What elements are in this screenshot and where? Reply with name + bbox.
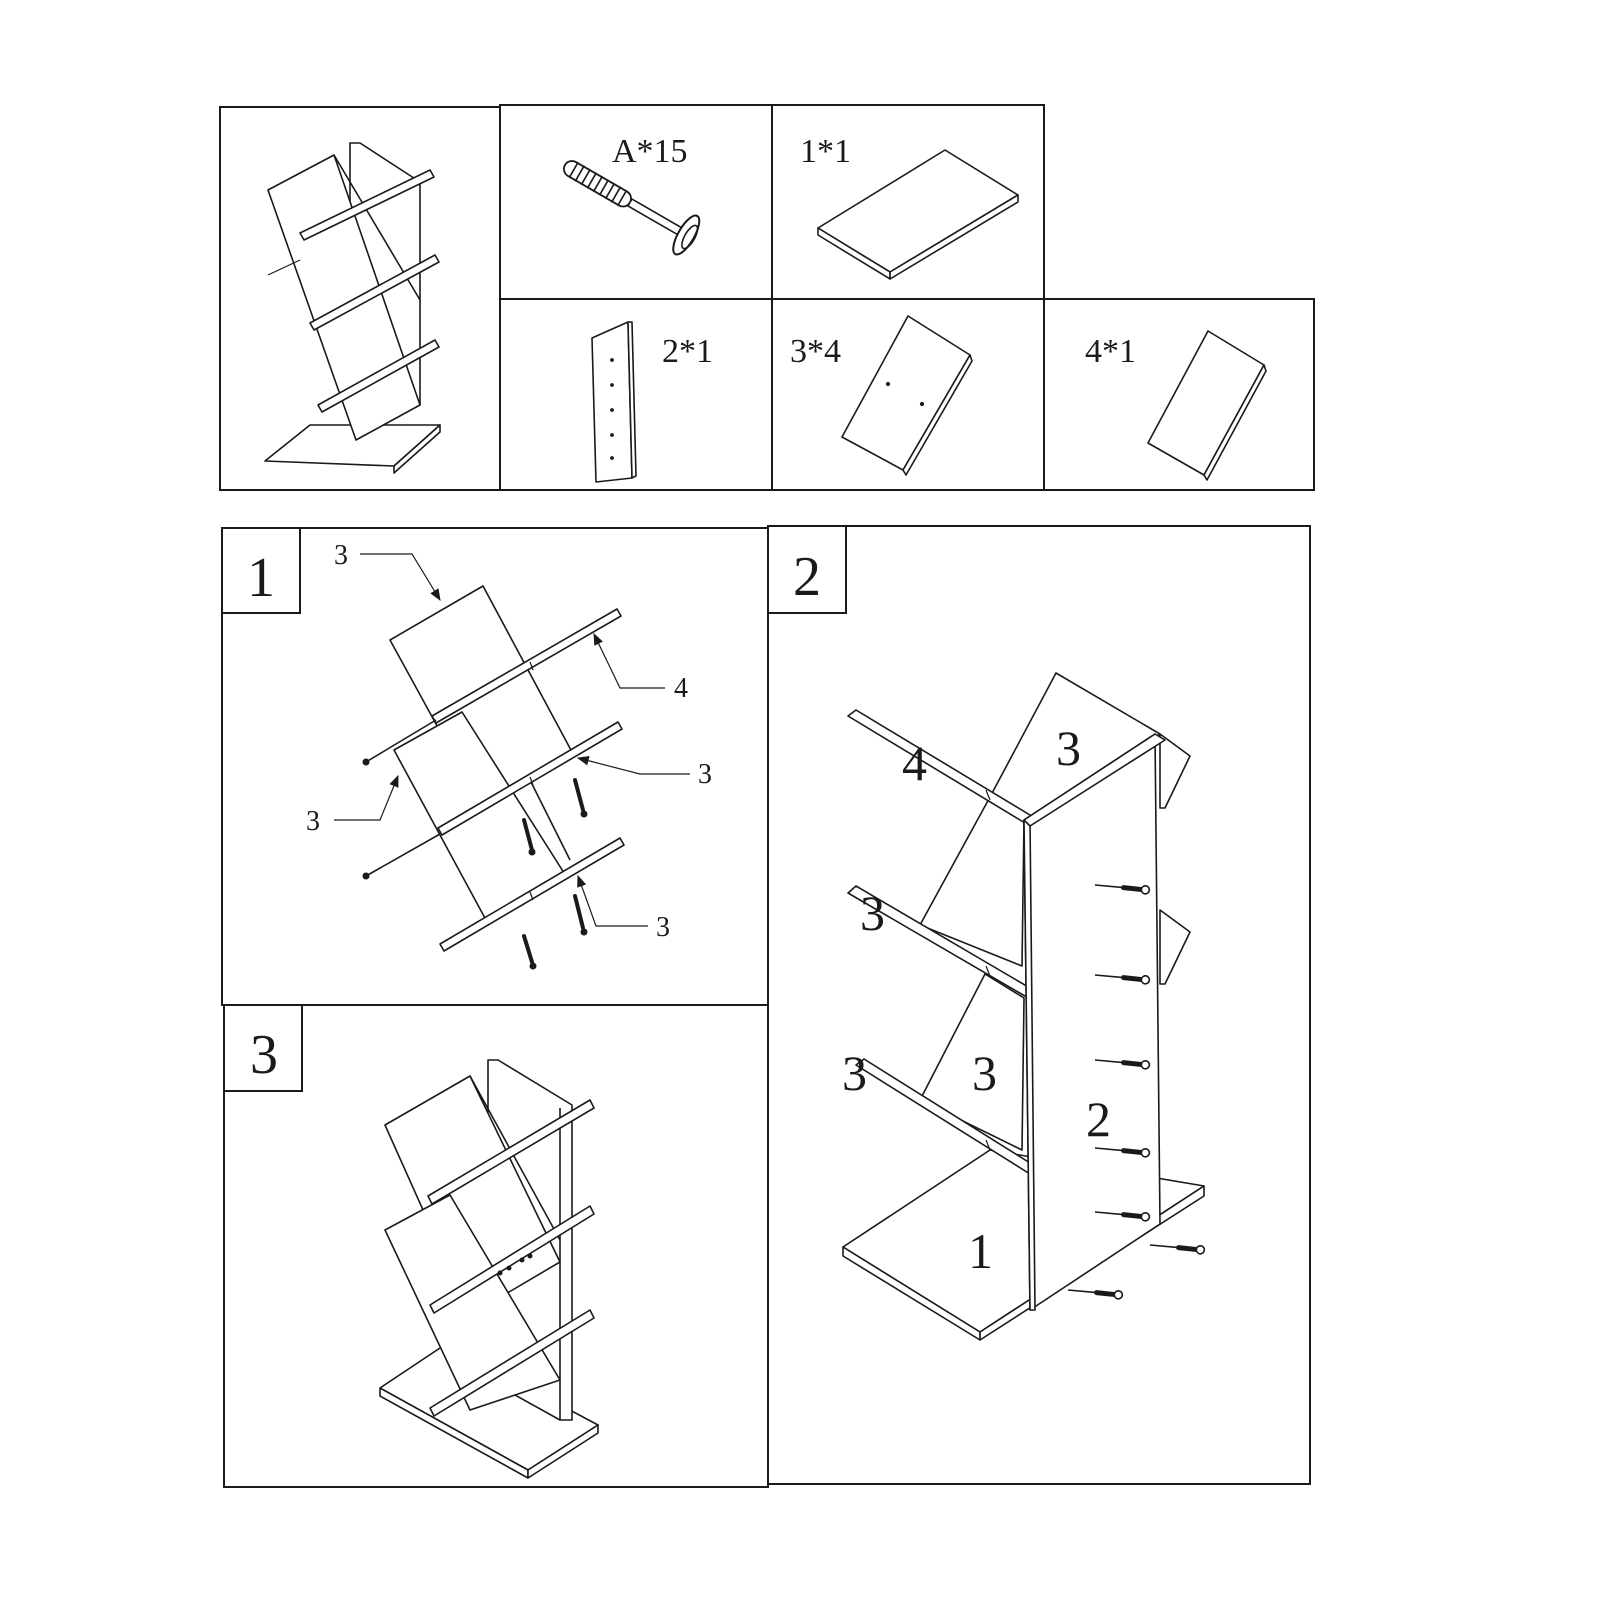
step-1-callout-top: 3 [334, 540, 348, 571]
step-1-callouts: 3 4 3 3 3 [306, 540, 712, 943]
part-1-label: 1*1 [800, 133, 851, 170]
step-2-label-top-back: 3 [1056, 720, 1081, 776]
step-2-part-labels: 4 3 3 3 3 2 1 [842, 720, 1111, 1279]
part-4-label: 4*1 [1085, 333, 1136, 370]
step-2-label-base: 1 [968, 1223, 993, 1279]
step-1-callout-bottom-shelf: 3 [656, 912, 670, 943]
step-1-number: 1 [247, 547, 275, 609]
step-1-drawing: 3 4 3 3 3 [306, 540, 712, 970]
part-3-label: 3*4 [790, 333, 841, 370]
step-2-label-low-back: 3 [972, 1045, 997, 1101]
step-2-drawing: 4 3 3 3 3 2 1 [842, 672, 1206, 1341]
hardware-a-label: A*15 [612, 133, 688, 170]
step-2-number: 2 [793, 546, 821, 608]
step-2-label-side-panel: 2 [1086, 1091, 1111, 1147]
step-2-label-mid-shelf: 3 [860, 885, 885, 941]
side-panel-icon [591, 321, 637, 483]
step-3-number: 3 [250, 1024, 278, 1086]
step-1-screws [362, 719, 588, 970]
step-3-drawing [379, 1059, 599, 1479]
top-shelf-icon [1147, 330, 1267, 481]
base-board-icon [817, 149, 1019, 280]
assembly-steps: 1 2 3 [221, 525, 1311, 1488]
step-2-label-top-shelf: 4 [902, 735, 927, 791]
step-2-label-low-shelf: 3 [842, 1045, 867, 1101]
parts-list: A*15 1*1 2*1 3*4 4*1 [219, 104, 1315, 491]
step-1-callout-mid-shelf: 3 [698, 759, 712, 790]
step-1-callout-left: 3 [306, 806, 320, 837]
screw-icon [563, 160, 701, 256]
finished-shelf-overview-icon [264, 142, 441, 474]
step-1-callout-top-shelf: 4 [674, 673, 688, 704]
part-2-label: 2*1 [662, 333, 713, 370]
shelf-board-icon [841, 315, 973, 476]
